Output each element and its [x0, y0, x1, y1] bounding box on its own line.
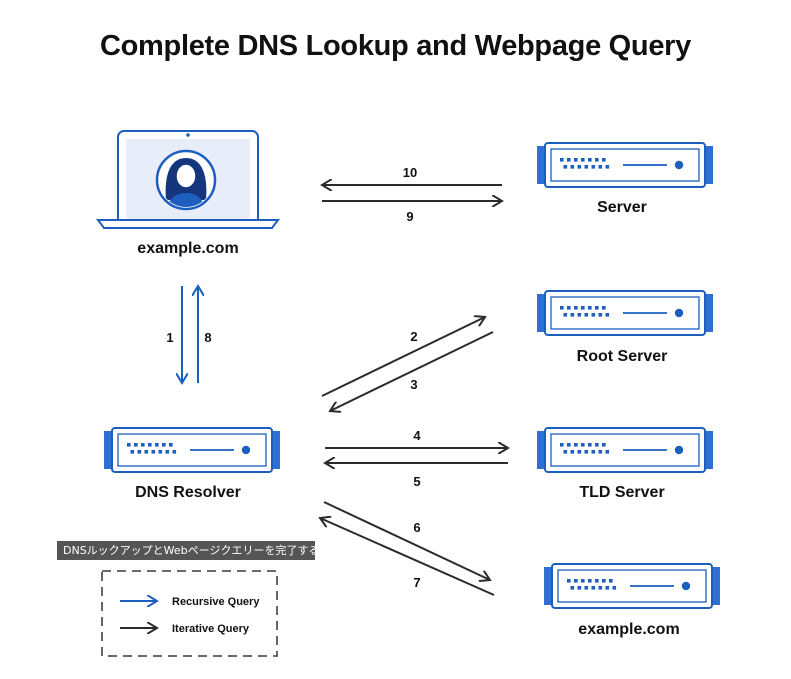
step-label-3: 3	[410, 377, 417, 392]
arrow-step-3	[330, 331, 494, 411]
server-icon	[104, 427, 280, 473]
dns-resolver-label: DNS Resolver	[135, 484, 241, 501]
server-icon	[544, 563, 720, 609]
diagram-title: Complete DNS Lookup and Webpage Query	[100, 30, 691, 62]
step-label-2: 2	[410, 329, 417, 344]
legend-recursive-label: Recursive Query	[172, 596, 260, 608]
step-label-5: 5	[413, 474, 420, 489]
server-label: Server	[597, 199, 647, 216]
server-vent-dots	[560, 158, 610, 169]
step-label-8: 8	[204, 330, 211, 345]
server-icon	[537, 427, 713, 473]
step-label-10: 10	[403, 165, 417, 180]
authoritative-server-label: example.com	[578, 621, 679, 638]
legend-iterative-label: Iterative Query	[172, 623, 250, 635]
step-label-9: 9	[406, 209, 413, 224]
arrow-step-7	[323, 501, 490, 580]
arrow-step-2	[321, 317, 485, 397]
server-icon	[537, 142, 713, 188]
server-vent-dots	[127, 443, 177, 454]
step-label-4: 4	[413, 428, 421, 443]
server-vent-dots	[560, 306, 610, 317]
step-label-1: 1	[166, 330, 173, 345]
server-icon	[537, 290, 713, 336]
step-label-7: 7	[413, 575, 420, 590]
tld-server-label: TLD Server	[579, 484, 664, 501]
arrow-step-6	[320, 518, 495, 596]
server-vent-dots	[567, 579, 617, 590]
client-label: example.com	[137, 240, 238, 257]
server-vent-dots	[560, 443, 610, 454]
legend: Recursive Query Iterative Query	[101, 570, 278, 657]
step-label-6: 6	[413, 520, 420, 535]
user-avatar-icon	[155, 149, 217, 211]
root-server-label: Root Server	[577, 348, 668, 365]
translation-tooltip: DNSルックアップとWebページクエリーを完了する	[57, 541, 315, 560]
